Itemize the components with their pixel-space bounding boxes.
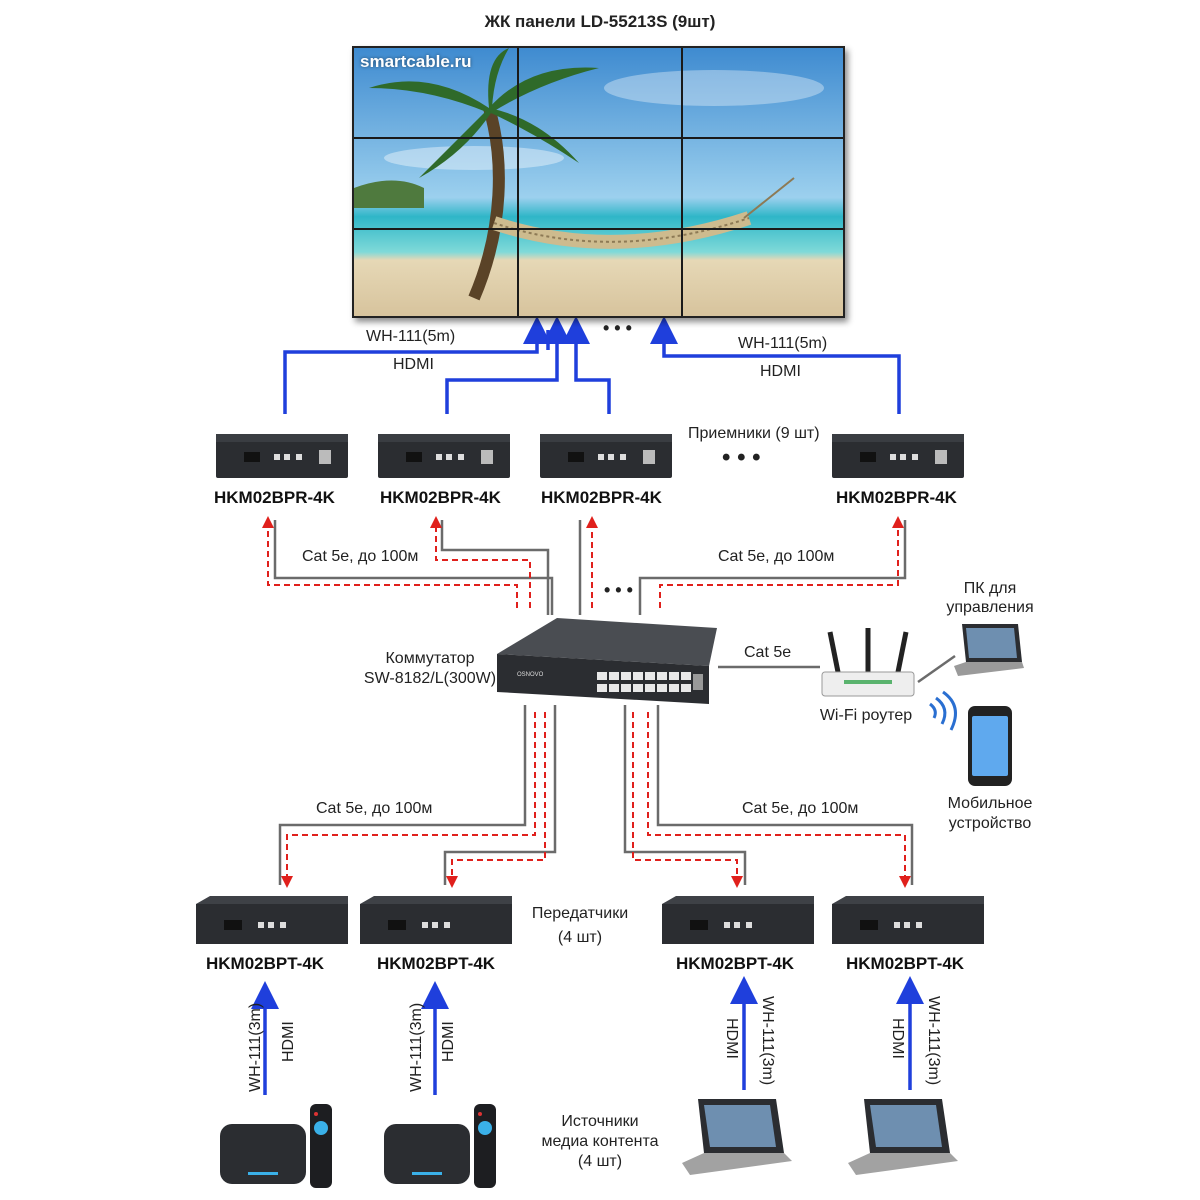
pc-label-2: управления	[946, 599, 1034, 616]
mobile-label-1: Мобильное	[947, 795, 1033, 812]
laptop-icon	[952, 620, 1026, 687]
transmitter-model-4: HKM02BPT-4K	[846, 954, 965, 973]
src3-hdmi-label: HDMI	[723, 1018, 740, 1059]
source-laptop-2	[846, 1095, 960, 1182]
receiver-device-1	[214, 428, 350, 485]
top-right-cable-label: WH-111(5m)	[738, 335, 828, 352]
sources-label-1: Источники	[561, 1113, 639, 1130]
cat-cables-upper	[273, 520, 907, 615]
diagram-title: ЖК панели LD-55213S (9шт)	[484, 12, 716, 31]
media-box-2	[382, 1100, 502, 1195]
top-ellipsis: • • •	[603, 318, 632, 338]
switch-label-2: SW-8182/L(300W)	[363, 670, 497, 687]
hdmi-links-top	[283, 316, 901, 414]
upper-left-cat-label: Cat 5e, до 100м	[302, 548, 419, 565]
transmitter-model-2: HKM02BPT-4K	[377, 954, 496, 973]
receiver-model-2: HKM02BPR-4K	[380, 488, 501, 507]
src4-cable-label: WH-111(3m)	[925, 996, 942, 1086]
receiver-model-3: HKM02BPR-4K	[541, 488, 662, 507]
network-switch: OSNOVO	[487, 614, 719, 715]
src4-hdmi-label: HDMI	[889, 1018, 906, 1059]
sources-label-2: медиа контента	[541, 1133, 659, 1150]
transmitters-label-2: (4 шт)	[557, 929, 603, 946]
receivers-label: Приемники (9 шт)	[688, 425, 820, 442]
switch-label-1: Коммутатор	[385, 650, 475, 667]
src1-cable-label: WH-111(3m)	[247, 1002, 264, 1092]
src2-cable-label: WH-111(3m)	[408, 1002, 425, 1092]
receiver-model-1: HKM02BPR-4K	[214, 488, 335, 507]
smartphone-icon	[966, 704, 1014, 793]
svg-text:OSNOVO: OSNOVO	[517, 672, 544, 678]
receiver-device-4	[830, 428, 966, 485]
cat-cables-lower	[278, 705, 914, 885]
beach-image	[354, 48, 843, 316]
receivers-ellipsis: • • •	[722, 444, 761, 471]
top-left-hdmi-label: HDMI	[393, 356, 434, 373]
src2-hdmi-label: HDMI	[440, 1021, 457, 1062]
cat-arrows-lower	[281, 712, 911, 888]
transmitter-model-1: HKM02BPT-4K	[206, 954, 325, 973]
lower-right-cat-label: Cat 5e, до 100м	[742, 800, 859, 817]
receiver-device-2	[376, 428, 512, 485]
receiver-device-3	[538, 428, 674, 485]
source-laptop-1	[680, 1095, 794, 1182]
transmitters-label-1: Передатчики	[531, 905, 629, 922]
hdmi-links-bottom	[251, 976, 924, 1095]
sources-label-3: (4 шт)	[577, 1153, 623, 1170]
wifi-signal-icon	[929, 690, 957, 731]
router-cable-label: Cat 5e	[744, 644, 792, 661]
transmitter-device-4	[830, 894, 986, 953]
src3-cable-label: WH-111(3m)	[759, 996, 776, 1086]
wifi-router-icon	[818, 628, 918, 707]
transmitter-model-3: HKM02BPT-4K	[676, 954, 795, 973]
transmitter-device-3	[660, 894, 816, 953]
receiver-model-4: HKM02BPR-4K	[836, 488, 957, 507]
cat-arrows-upper	[262, 516, 904, 608]
transmitter-device-2	[358, 894, 514, 953]
src1-hdmi-label: HDMI	[280, 1021, 297, 1062]
cat-cable-pc	[917, 654, 956, 684]
media-box-1	[218, 1100, 338, 1195]
transmitter-device-1	[194, 894, 350, 953]
video-wall: smartcable.ru	[352, 46, 845, 318]
router-label: Wi-Fi роутер	[819, 707, 913, 724]
upper-right-cat-label: Cat 5e, до 100м	[718, 548, 835, 565]
mobile-label-2: устройство	[948, 815, 1032, 832]
watermark-text: smartcable.ru	[360, 52, 472, 71]
pc-label-1: ПК для	[963, 580, 1017, 597]
top-left-cable-label: WH-111(5m)	[366, 328, 456, 345]
upper-ellipsis: • • •	[604, 580, 633, 600]
lower-left-cat-label: Cat 5e, до 100м	[316, 800, 433, 817]
top-right-hdmi-label: HDMI	[760, 363, 801, 380]
